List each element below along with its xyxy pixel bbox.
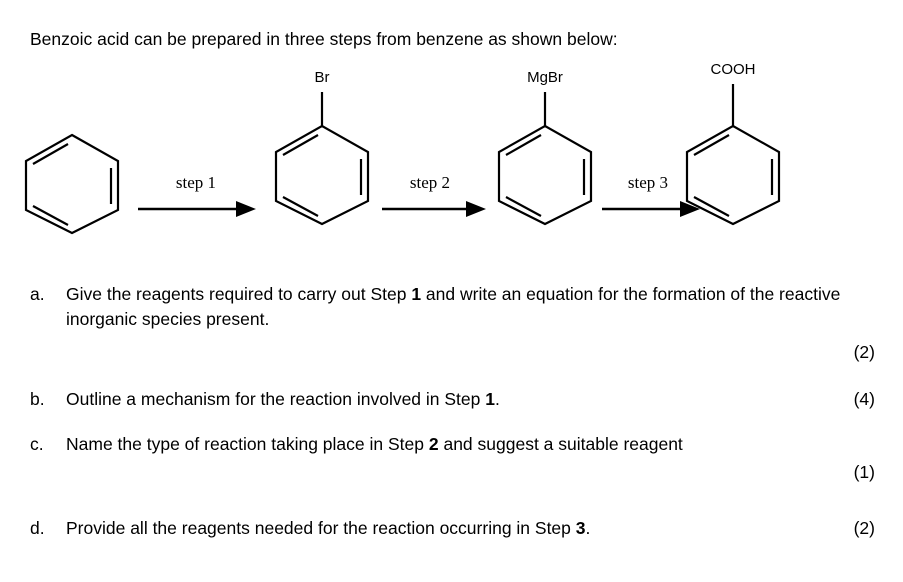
substituent-label-mgbr: MgBr bbox=[527, 69, 563, 86]
substituent-label-br: Br bbox=[314, 69, 330, 86]
step-2-label: step 2 bbox=[409, 173, 451, 192]
substituent-label-cooh: COOH bbox=[710, 61, 756, 78]
question-b-step-number: 1 bbox=[485, 389, 495, 409]
marks-d: (2) bbox=[853, 518, 875, 538]
molecule-bromobenzene: Br bbox=[272, 70, 372, 230]
bromobenzene-ring-icon bbox=[274, 92, 370, 226]
molecule-phenylmagnesium-bromide: MgBr bbox=[495, 70, 595, 230]
question-a-text-before: Give the reagents required to carry out … bbox=[66, 284, 412, 304]
question-a-text-after: and write an equation for the formation … bbox=[66, 284, 841, 329]
question-letter-c: c. bbox=[30, 434, 44, 454]
arrow-shaft-icon bbox=[602, 201, 700, 217]
marks-b: (4) bbox=[853, 389, 875, 409]
question-text-d: Provide all the reagents needed for the … bbox=[66, 516, 856, 541]
question-text-b: Outline a mechanism for the reaction inv… bbox=[66, 387, 856, 412]
arrow-shaft-icon bbox=[138, 201, 256, 217]
molecule-benzene bbox=[22, 132, 122, 236]
benzoic-acid-ring-icon bbox=[685, 84, 781, 226]
question-letter-b: b. bbox=[30, 389, 45, 409]
step-1-label: step 1 bbox=[175, 173, 217, 192]
question-c-text-after: and suggest a suitable reagent bbox=[438, 434, 683, 454]
question-item-d: d. Provide all the reagents needed for t… bbox=[30, 516, 875, 541]
reaction-scheme: step 1 Br step 2 bbox=[0, 58, 903, 258]
phenylmagnesium-bromide-ring-icon bbox=[497, 92, 593, 226]
question-d-text-after: . bbox=[585, 518, 591, 538]
question-item-a: a. Give the reagents required to carry o… bbox=[30, 282, 875, 332]
question-d-step-number: 3 bbox=[575, 518, 586, 538]
question-a-step-number: 1 bbox=[411, 284, 422, 304]
question-letter-a: a. bbox=[30, 284, 45, 304]
step-3-label: step 3 bbox=[627, 173, 669, 192]
question-c-step-number: 2 bbox=[428, 434, 439, 454]
question-text-a: Give the reagents required to carry out … bbox=[66, 282, 856, 332]
question-b-text-after: . bbox=[494, 389, 500, 409]
reaction-arrow-step-1: step 1 bbox=[138, 174, 256, 222]
marks-c: (1) bbox=[853, 462, 875, 482]
question-letter-d: d. bbox=[30, 518, 45, 538]
question-c-text-before: Name the type of reaction taking place i… bbox=[66, 434, 429, 454]
question-text-c: Name the type of reaction taking place i… bbox=[66, 432, 856, 457]
arrow-shaft-icon bbox=[382, 201, 486, 217]
question-d-text-before: Provide all the reagents needed for the … bbox=[66, 518, 576, 538]
benzene-ring-icon bbox=[24, 133, 120, 235]
reaction-arrow-step-3: step 3 bbox=[602, 174, 700, 222]
page-title: Benzoic acid can be prepared in three st… bbox=[30, 29, 618, 49]
marks-a: (2) bbox=[853, 342, 875, 362]
question-item-c: c. Name the type of reaction taking plac… bbox=[30, 432, 875, 457]
question-item-b: b. Outline a mechanism for the reaction … bbox=[30, 387, 875, 412]
question-b-text-before: Outline a mechanism for the reaction inv… bbox=[66, 389, 486, 409]
reaction-arrow-step-2: step 2 bbox=[382, 174, 486, 222]
molecule-benzoic-acid: COOH bbox=[683, 62, 783, 230]
